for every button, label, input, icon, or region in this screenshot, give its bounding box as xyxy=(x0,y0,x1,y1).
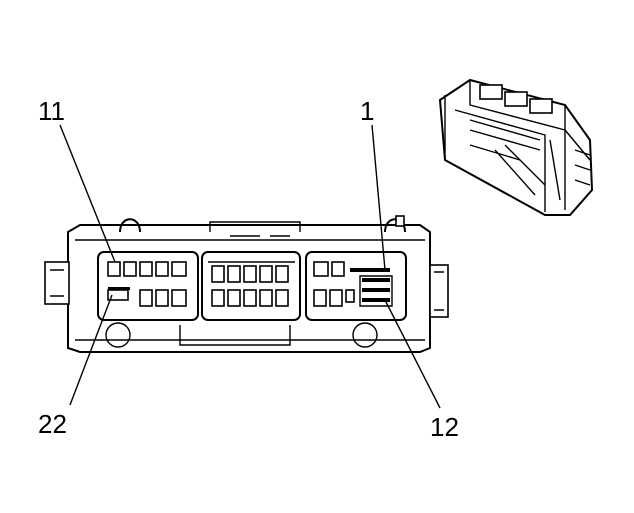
leader-22 xyxy=(69,294,113,406)
callout-label-1: 1 xyxy=(360,96,374,126)
callout-label-22: 22 xyxy=(38,409,67,439)
leader-11 xyxy=(59,124,116,263)
callout-label-12: 12 xyxy=(430,412,459,442)
leader-12 xyxy=(384,299,441,409)
callout-label-11: 11 xyxy=(38,96,65,126)
callout-leaders xyxy=(59,124,441,409)
connector-isometric-view xyxy=(438,78,594,216)
connector-front-view xyxy=(44,215,449,353)
leader-1 xyxy=(371,124,386,271)
